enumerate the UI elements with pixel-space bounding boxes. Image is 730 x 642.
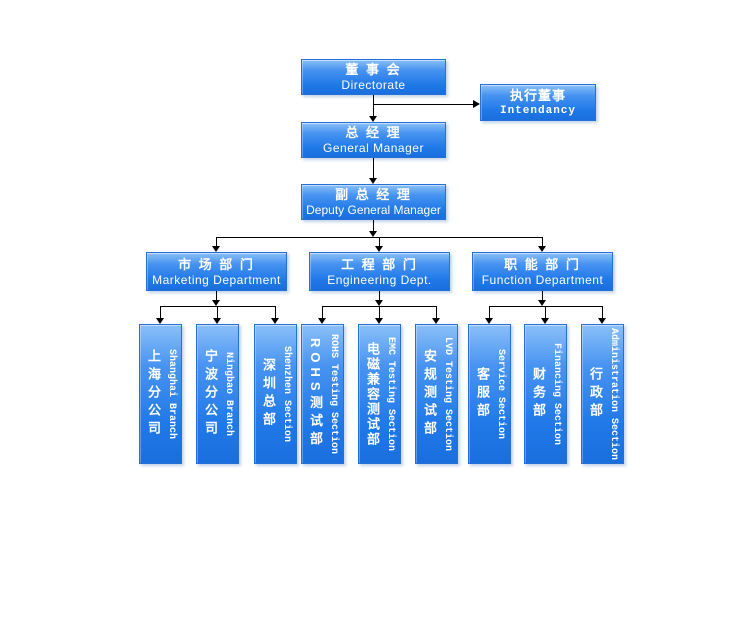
arrow-down-icon (541, 318, 549, 324)
connector-drop (602, 307, 603, 318)
arrow-down-icon (369, 178, 377, 184)
unit-label-en: Ningbao Branch (223, 351, 234, 436)
node-directorate-label-zh: 董 事 会 (345, 62, 402, 77)
arrow-down-icon (369, 116, 377, 122)
connector-drop (160, 307, 161, 318)
node-unit-rohs-testing-section: ROHS测试部 ROHS Testing Section (301, 324, 344, 464)
node-intendancy: 执行董事 Intendancy (480, 84, 596, 121)
node-unit-shanghai-branch: 上海分公司 Shanghai Branch (139, 324, 182, 464)
arrow-down-icon (538, 246, 546, 252)
arrow-down-icon (432, 318, 440, 324)
unit-label-en: Service Section (495, 348, 506, 439)
connector-marketing-rail (160, 306, 276, 307)
node-deputy-general-manager-label-en: Deputy General Manager (306, 203, 441, 217)
node-engineering-label-en: Engineering Dept. (327, 272, 432, 287)
node-engineering-label-zh: 工 程 部 门 (341, 256, 418, 272)
connector-drop (379, 238, 380, 246)
node-directorate-label-en: Directorate (341, 78, 406, 92)
unit-label-en: ROHS Testing Section (328, 333, 339, 455)
unit-label-zh: 财务部 (531, 367, 546, 421)
arrow-down-icon (318, 318, 326, 324)
connector-function-stub (542, 291, 543, 300)
connector-to-intendancy (373, 104, 473, 105)
connector-directorate-gm (373, 95, 374, 116)
node-unit-administration-section: 行政部 Administration Section (581, 324, 624, 464)
arrow-down-icon (271, 318, 279, 324)
node-function-label-en: Function Department (481, 272, 604, 287)
arrow-down-icon (156, 318, 164, 324)
connector-drop (545, 307, 546, 318)
connector-drop (489, 307, 490, 318)
arrow-down-icon (375, 300, 383, 306)
connector-departments-rail (216, 237, 543, 238)
connector-drop (322, 307, 323, 318)
node-marketing-label-zh: 市 场 部 门 (178, 256, 255, 272)
node-unit-lvd-testing-section: 安规测试部 LVD Testing Section (415, 324, 458, 464)
unit-label-zh: 客服部 (475, 367, 490, 421)
connector-drop (436, 307, 437, 318)
arrow-down-icon (369, 231, 377, 237)
node-intendancy-label-zh: 执行董事 (509, 87, 566, 103)
arrow-right-icon (473, 100, 480, 108)
arrow-down-icon (375, 246, 383, 252)
unit-label-en: LVD Testing Section (442, 336, 453, 452)
unit-label-en: Shenzhen Section (281, 345, 292, 442)
connector-drop (379, 307, 380, 318)
node-general-manager: 总 经 理 General Manager (301, 122, 446, 158)
node-intendancy-label-en: Intendancy (499, 104, 576, 117)
unit-label-en: Administration Section (608, 327, 619, 461)
arrow-down-icon (375, 318, 383, 324)
connector-gm-deputy (373, 158, 374, 178)
node-unit-emc-testing-section: 电磁兼容测试部 EMC Testing Section (358, 324, 401, 464)
connector-drop (216, 238, 217, 246)
node-unit-shenzhen-section: 深圳总部 Shenzhen Section (254, 324, 297, 464)
node-unit-ningbao-branch: 宁波分公司 Ningbao Branch (196, 324, 239, 464)
unit-label-en: EMC Testing Section (385, 336, 396, 452)
unit-label-zh: 深圳总部 (261, 358, 276, 430)
node-general-manager-label-zh: 总 经 理 (345, 125, 402, 140)
node-deputy-general-manager-label-zh: 副 总 经 理 (335, 187, 412, 202)
node-deputy-general-manager: 副 总 经 理 Deputy General Manager (301, 184, 446, 220)
unit-label-en: Shanghai Branch (166, 348, 177, 439)
node-unit-financing-section: 财务部 Financing Section (524, 324, 567, 464)
unit-label-zh: 电磁兼容测试部 (365, 341, 380, 447)
node-engineering-department: 工 程 部 门 Engineering Dept. (309, 252, 450, 291)
connector-engineering-rail (322, 306, 437, 307)
node-directorate: 董 事 会 Directorate (301, 59, 446, 95)
unit-label-zh: ROHS测试部 (308, 338, 323, 450)
arrow-down-icon (212, 246, 220, 252)
node-marketing-label-en: Marketing Department (152, 272, 281, 287)
connector-function-rail (489, 306, 603, 307)
node-function-department: 职 能 部 门 Function Department (472, 252, 613, 291)
connector-deputy-stub (373, 220, 374, 231)
connector-drop (275, 307, 276, 318)
connector-marketing-stub (216, 291, 217, 300)
unit-label-zh: 宁波分公司 (203, 349, 218, 439)
connector-drop (542, 238, 543, 246)
node-marketing-department: 市 场 部 门 Marketing Department (146, 252, 287, 291)
unit-label-en: Financing Section (551, 342, 562, 446)
arrow-down-icon (485, 318, 493, 324)
unit-label-zh: 行政部 (588, 367, 603, 421)
unit-label-zh: 上海分公司 (146, 349, 161, 439)
arrow-down-icon (212, 300, 220, 306)
unit-label-zh: 安规测试部 (422, 349, 437, 439)
arrow-down-icon (213, 318, 221, 324)
node-unit-service-section: 客服部 Service Section (468, 324, 511, 464)
arrow-down-icon (598, 318, 606, 324)
node-function-label-zh: 职 能 部 门 (504, 256, 581, 272)
connector-engineering-stub (379, 291, 380, 300)
arrow-down-icon (538, 300, 546, 306)
node-general-manager-label-en: General Manager (323, 141, 424, 155)
connector-drop (217, 307, 218, 318)
